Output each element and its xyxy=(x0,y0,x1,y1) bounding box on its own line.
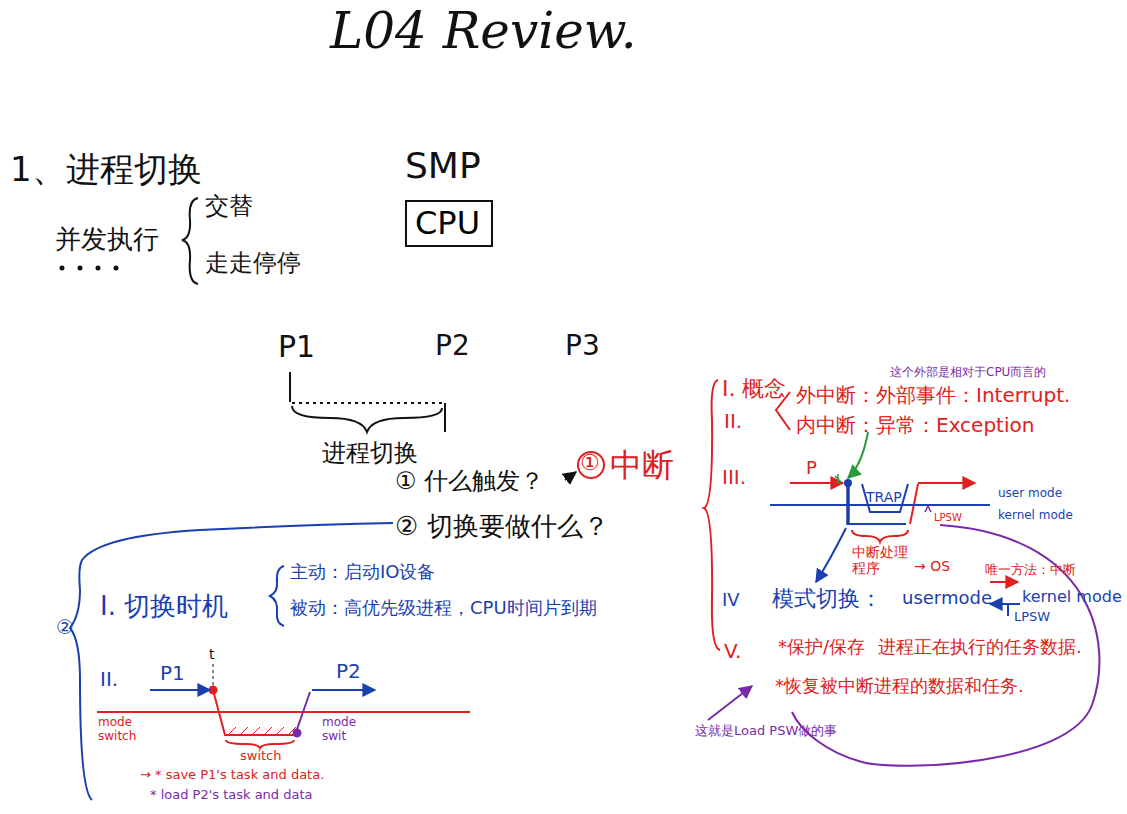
note-text: 这就是Load PSW做的事 xyxy=(695,724,837,739)
cpu-box: CPU xyxy=(405,200,493,247)
note-text: 内中断：异常：Exception xyxy=(796,414,1034,437)
dashed-marker xyxy=(213,664,214,687)
note-text: * load P2's task and data xyxy=(150,788,313,803)
note-text: ② 切换要做什么？ xyxy=(395,512,609,542)
note-text: 中断处理程序 xyxy=(852,544,912,576)
note-text: 唯一方法：中断 xyxy=(985,563,1076,578)
note-text: ① xyxy=(580,450,600,475)
green-sketch xyxy=(835,432,868,484)
note-text: P3 xyxy=(565,330,600,362)
blue-sketch xyxy=(70,480,1020,800)
note-text: 主动：启动IO设备 xyxy=(290,562,435,583)
page-title: L04 Review. xyxy=(330,2,637,60)
note-text: P2 xyxy=(435,330,470,362)
note-text: switch xyxy=(240,749,282,764)
note-text: LPSW xyxy=(934,512,962,524)
note-text: P1 xyxy=(278,330,315,365)
note-text: ② xyxy=(56,616,74,639)
note-text: 1、进程切换 xyxy=(10,150,202,189)
note-text: *恢复被中断进程的数据和任务. xyxy=(775,676,1024,697)
note-text: kernel mode xyxy=(998,509,1073,523)
note-text: → OS xyxy=(914,558,950,574)
note-text: SMP xyxy=(405,145,481,186)
note-text: P1 xyxy=(160,662,185,685)
note-text: III. xyxy=(722,466,746,489)
note-text: II. xyxy=(724,410,742,433)
purple-sketch xyxy=(294,506,1100,766)
note-text: 进程切换 xyxy=(322,440,418,468)
note-text: 并发执行 xyxy=(55,225,159,255)
note-text: kernel mode xyxy=(1022,588,1122,606)
note-text: TRAP xyxy=(866,489,902,505)
note-text: 外中断：外部事件：Interrupt. xyxy=(796,384,1070,407)
note-text: user mode xyxy=(998,487,1062,501)
note-text: 交替 xyxy=(205,193,253,221)
node-label: CPU xyxy=(415,206,483,241)
note-text: V. xyxy=(724,640,741,663)
note-text: I. 概念 xyxy=(722,376,786,401)
note-text: 中断 xyxy=(610,447,674,484)
note-text: mode switch xyxy=(98,716,142,744)
note-text: I. 切换时机 xyxy=(100,592,228,622)
note-text: usermode xyxy=(902,588,992,609)
note-text: mode swit xyxy=(322,716,362,744)
note-text: ① 什么触发？ xyxy=(395,468,544,496)
note-text: P2 xyxy=(336,660,361,683)
note-text: 被动：高优先级进程，CPU时间片到期 xyxy=(290,598,597,619)
note-text: *保护/保存 xyxy=(778,637,865,658)
note-text: IV xyxy=(722,590,740,611)
note-text: 走走停停 xyxy=(205,250,301,278)
note-text: II. xyxy=(100,668,118,691)
note-text: t xyxy=(209,646,215,662)
note-text: LPSW xyxy=(1014,610,1050,625)
note-text: 这个外部是相对于CPU而言的 xyxy=(890,366,1046,380)
note-text: 模式切换： xyxy=(772,586,882,611)
note-text: P xyxy=(806,458,817,479)
note-text: → * save P1's task and data. xyxy=(140,768,324,783)
note-text: 进程正在执行的任务数据. xyxy=(878,637,1082,658)
